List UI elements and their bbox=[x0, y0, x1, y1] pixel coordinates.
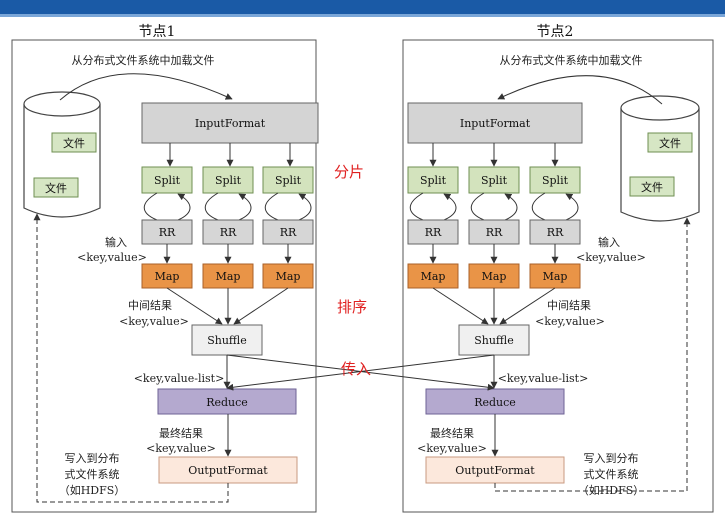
rr-label: RR bbox=[547, 226, 564, 239]
split-label: Split bbox=[275, 174, 302, 187]
file-box bbox=[629, 176, 675, 197]
map-label: Map bbox=[276, 270, 301, 283]
map-box bbox=[529, 263, 581, 289]
load-arrow bbox=[59, 73, 233, 101]
input-label: 输入 bbox=[105, 235, 127, 249]
map-box bbox=[468, 263, 520, 289]
rr-box bbox=[202, 219, 254, 245]
cross-transfer-arrow-2-to-1 bbox=[226, 354, 495, 391]
node-2-load-label: 从分布式文件系统中加载文件 bbox=[500, 53, 643, 67]
node-1-title: 节点1 bbox=[139, 24, 176, 40]
stage-label-transfer: 传入 bbox=[341, 360, 371, 378]
split-label: Split bbox=[154, 174, 181, 187]
file-label: 文件 bbox=[63, 136, 85, 150]
shuffle-box bbox=[191, 324, 263, 356]
load-arrow bbox=[497, 75, 663, 105]
split-label: Split bbox=[215, 174, 242, 187]
file-label: 文件 bbox=[659, 136, 681, 150]
split-box bbox=[468, 166, 520, 194]
intermediate-kv-label: <key,value> bbox=[535, 315, 605, 328]
map-label: Map bbox=[421, 270, 446, 283]
stage-label-split: 分片 bbox=[334, 163, 364, 181]
write-label-line-1: 写入到分布 bbox=[584, 452, 639, 465]
input-format-label: InputFormat bbox=[195, 117, 266, 130]
rr-label: RR bbox=[280, 226, 297, 239]
map-label: Map bbox=[482, 270, 507, 283]
write-back-dashed-arrow bbox=[494, 217, 691, 492]
file-label: 文件 bbox=[641, 180, 663, 194]
split-label: Split bbox=[481, 174, 508, 187]
stage-label-sort: 排序 bbox=[337, 298, 367, 316]
split-label: Split bbox=[542, 174, 569, 187]
rr-label: RR bbox=[220, 226, 237, 239]
input-format-label: InputFormat bbox=[460, 117, 531, 130]
kv-list-label: <key,value-list> bbox=[498, 372, 589, 385]
write-label-line-2: 式文件系统 bbox=[584, 467, 639, 481]
intermediate-kv-label: <key,value> bbox=[119, 315, 189, 328]
write-label-line-2: 式文件系统 bbox=[65, 467, 120, 481]
split-box bbox=[407, 166, 459, 194]
input-kv-label: <key,value> bbox=[576, 251, 646, 264]
shuffle-label: Shuffle bbox=[474, 334, 514, 347]
top-bar bbox=[0, 0, 725, 14]
rr-label: RR bbox=[486, 226, 503, 239]
map-label: Map bbox=[155, 270, 180, 283]
node-1-load-label: 从分布式文件系统中加载文件 bbox=[72, 53, 215, 67]
map-label: Map bbox=[216, 270, 241, 283]
map-label: Map bbox=[543, 270, 568, 283]
write-label-line-3: （如HDFS） bbox=[578, 483, 645, 497]
input-kv-label: <key,value> bbox=[77, 251, 147, 264]
reduce-box bbox=[425, 388, 565, 415]
final-result-label: 最终结果 bbox=[430, 426, 474, 440]
input-label: 输入 bbox=[598, 235, 620, 249]
rr-box bbox=[468, 219, 520, 245]
rr-label: RR bbox=[159, 226, 176, 239]
node-2-title: 节点2 bbox=[537, 24, 574, 40]
reduce-box bbox=[157, 388, 297, 415]
write-label-line-3: （如HDFS） bbox=[59, 483, 126, 497]
rr-box bbox=[141, 219, 193, 245]
map-box bbox=[262, 263, 314, 289]
split-box bbox=[262, 166, 314, 194]
output-format-box bbox=[158, 456, 298, 484]
shuffle-box bbox=[458, 324, 530, 356]
write-label-line-1: 写入到分布 bbox=[65, 452, 120, 465]
input-format-box bbox=[407, 102, 583, 144]
split-box bbox=[141, 166, 193, 194]
final-result-label: 最终结果 bbox=[159, 426, 203, 440]
file-label: 文件 bbox=[45, 181, 67, 195]
output-format-label: OutputFormat bbox=[455, 464, 535, 477]
file-box bbox=[33, 177, 79, 198]
map-box bbox=[141, 263, 193, 289]
split-box bbox=[529, 166, 581, 194]
final-kv-label: <key,value> bbox=[417, 442, 487, 455]
file-box bbox=[51, 132, 97, 153]
rr-box bbox=[407, 219, 459, 245]
map-box bbox=[407, 263, 459, 289]
file-box bbox=[647, 132, 693, 153]
rr-label: RR bbox=[425, 226, 442, 239]
file-storage-cylinder: 文件 文件 bbox=[620, 95, 700, 222]
kv-list-label: <key,value-list> bbox=[134, 372, 225, 385]
file-storage-cylinder: 文件 文件 bbox=[23, 91, 101, 218]
output-format-box bbox=[425, 456, 565, 484]
final-kv-label: <key,value> bbox=[146, 442, 216, 455]
node-1: 节点1 从分布式文件系统中加载文件 文件 文件 InputFormat Spli… bbox=[11, 24, 319, 513]
reduce-label: Reduce bbox=[474, 396, 516, 409]
node-2: 节点2 从分布式文件系统中加载文件 文件 文件 InputFormat Spli… bbox=[402, 24, 714, 513]
write-back-dashed-arrow bbox=[33, 213, 229, 503]
split-box bbox=[202, 166, 254, 194]
intermediate-label: 中间结果 bbox=[128, 299, 172, 312]
output-format-label: OutputFormat bbox=[188, 464, 268, 477]
intermediate-label: 中间结果 bbox=[547, 299, 591, 312]
split-label: Split bbox=[420, 174, 447, 187]
reduce-label: Reduce bbox=[206, 396, 248, 409]
input-format-box bbox=[141, 102, 319, 144]
shuffle-label: Shuffle bbox=[207, 334, 247, 347]
